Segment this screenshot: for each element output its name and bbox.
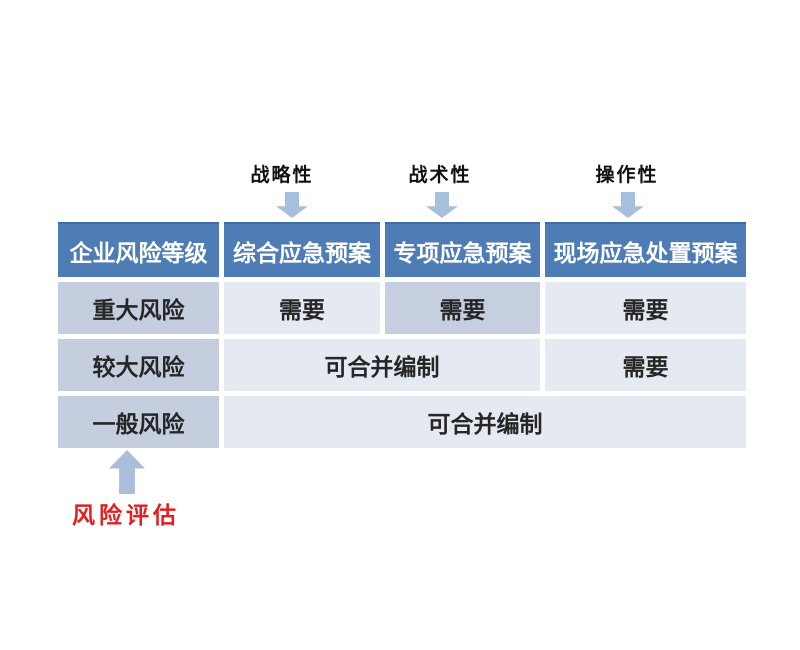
table-cell-merged: 可合并编制 <box>224 396 746 448</box>
arrow-down-icon <box>612 192 644 218</box>
label-tactical: 战术性 <box>408 164 472 186</box>
table-cell-highlighted: 需要 <box>385 282 540 334</box>
label-operational: 操作性 <box>595 164 659 186</box>
arrow-down-icon <box>276 192 308 218</box>
table-cell: 需要 <box>545 339 746 391</box>
arrow-down-icon <box>426 192 458 218</box>
label-strategic: 战略性 <box>250 164 314 186</box>
column-header-comprehensive-plan: 综合应急预案 <box>224 222 380 277</box>
row-label-major-risk: 重大风险 <box>58 282 219 334</box>
risk-assessment-label: 风险评估 <box>72 502 180 529</box>
table-cell-merged: 可合并编制 <box>224 339 540 391</box>
column-header-onsite-plan: 现场应急处置预案 <box>545 222 746 277</box>
risk-plan-table: 企业风险等级 综合应急预案 专项应急预案 现场应急处置预案 重大风险 需要 需要… <box>58 222 746 448</box>
row-label-general-risk: 一般风险 <box>58 396 219 448</box>
column-header-risk-level: 企业风险等级 <box>58 222 219 277</box>
table-cell: 需要 <box>224 282 380 334</box>
table-cell: 需要 <box>545 282 746 334</box>
column-header-special-plan: 专项应急预案 <box>385 222 540 277</box>
row-label-larger-risk: 较大风险 <box>58 339 219 391</box>
arrow-up-icon <box>109 450 145 494</box>
